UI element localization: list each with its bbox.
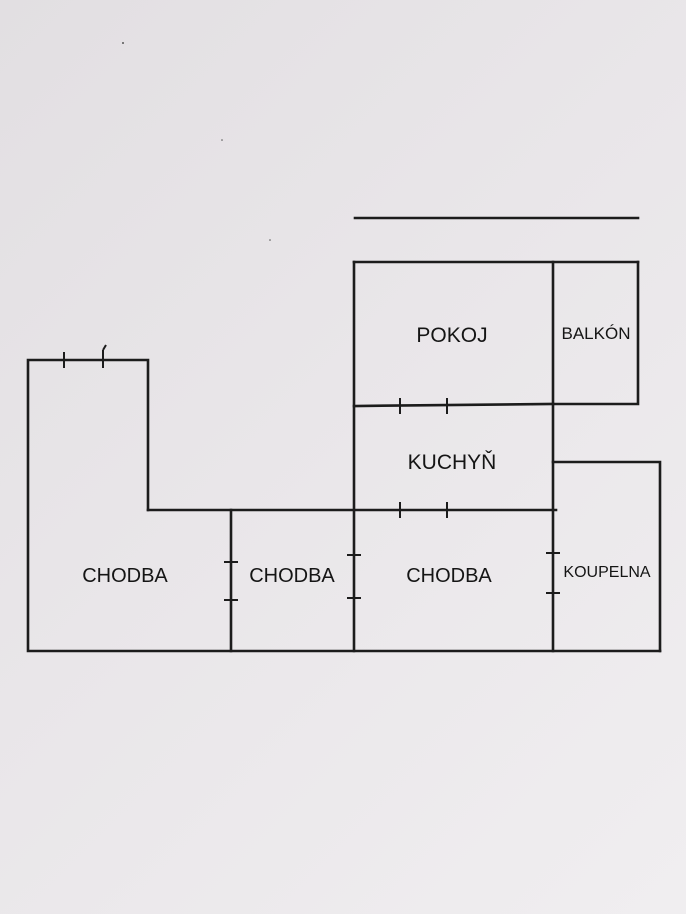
room-label-chodba-right: CHODBA: [406, 565, 492, 587]
wall-koupelna: [551, 460, 662, 653]
wall-pokoj-kuchyn: [352, 402, 555, 408]
room-label-chodba-middle: CHODBA: [249, 565, 335, 587]
door-mark: [102, 344, 107, 351]
room-label-chodba-left: CHODBA: [82, 565, 168, 587]
room-label-pokoj: POKOJ: [416, 324, 487, 347]
wall-balkon: [551, 260, 640, 406]
wall-left-wing: [26, 358, 662, 653]
paper-speck: [221, 139, 223, 141]
room-label-koupelna: KOUPELNA: [563, 564, 650, 581]
paper-speck: [122, 42, 124, 44]
room-label-balkon: BALKÓN: [562, 324, 631, 343]
room-label-kuchyn: KUCHYŇ: [408, 451, 497, 474]
paper-speck: [269, 239, 271, 241]
